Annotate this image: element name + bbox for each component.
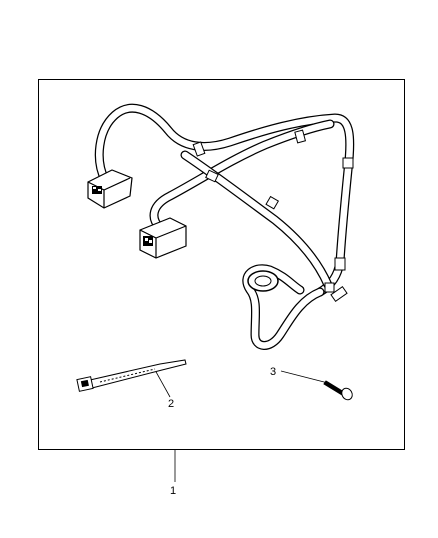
wiring-harness [94, 103, 355, 350]
screw-head [341, 387, 353, 401]
connector-body [139, 217, 187, 259]
harness-clip [324, 282, 335, 293]
tie-strap-head-slot [80, 379, 89, 388]
harness-grommet-inner [254, 275, 272, 287]
callout-2: 2 [168, 398, 175, 410]
harness-clip [342, 157, 354, 169]
harness-clip [294, 129, 307, 144]
connector-top [103, 177, 131, 191]
leader-line-3 [280, 370, 329, 384]
screw [323, 380, 353, 401]
tie-strap [76, 359, 187, 392]
harness-clip [192, 141, 206, 157]
connector-pins [92, 186, 102, 194]
connector-body [87, 169, 133, 209]
harness-connector-left [87, 169, 133, 209]
connector-pins [149, 240, 152, 243]
tie-strap-rib [99, 368, 156, 383]
harness-clips [192, 129, 354, 302]
connector-top [155, 225, 187, 239]
tie-strap-band [89, 359, 187, 389]
harness-lower-loop [243, 265, 324, 349]
kit-frame [38, 79, 405, 450]
harness-clip [205, 169, 219, 183]
callout-1: 1 [170, 485, 177, 497]
connector-pins [145, 238, 148, 241]
harness-clip [330, 286, 348, 302]
harness-connector-center [139, 217, 187, 259]
harness-clip [265, 195, 280, 210]
harness-clip [334, 257, 346, 271]
screw-shank [323, 380, 345, 396]
connector-pins [98, 189, 101, 191]
callout-3: 3 [270, 366, 277, 378]
leader-line-2 [154, 369, 171, 398]
harness-main-run [96, 104, 353, 296]
connector-pins [93, 187, 96, 189]
